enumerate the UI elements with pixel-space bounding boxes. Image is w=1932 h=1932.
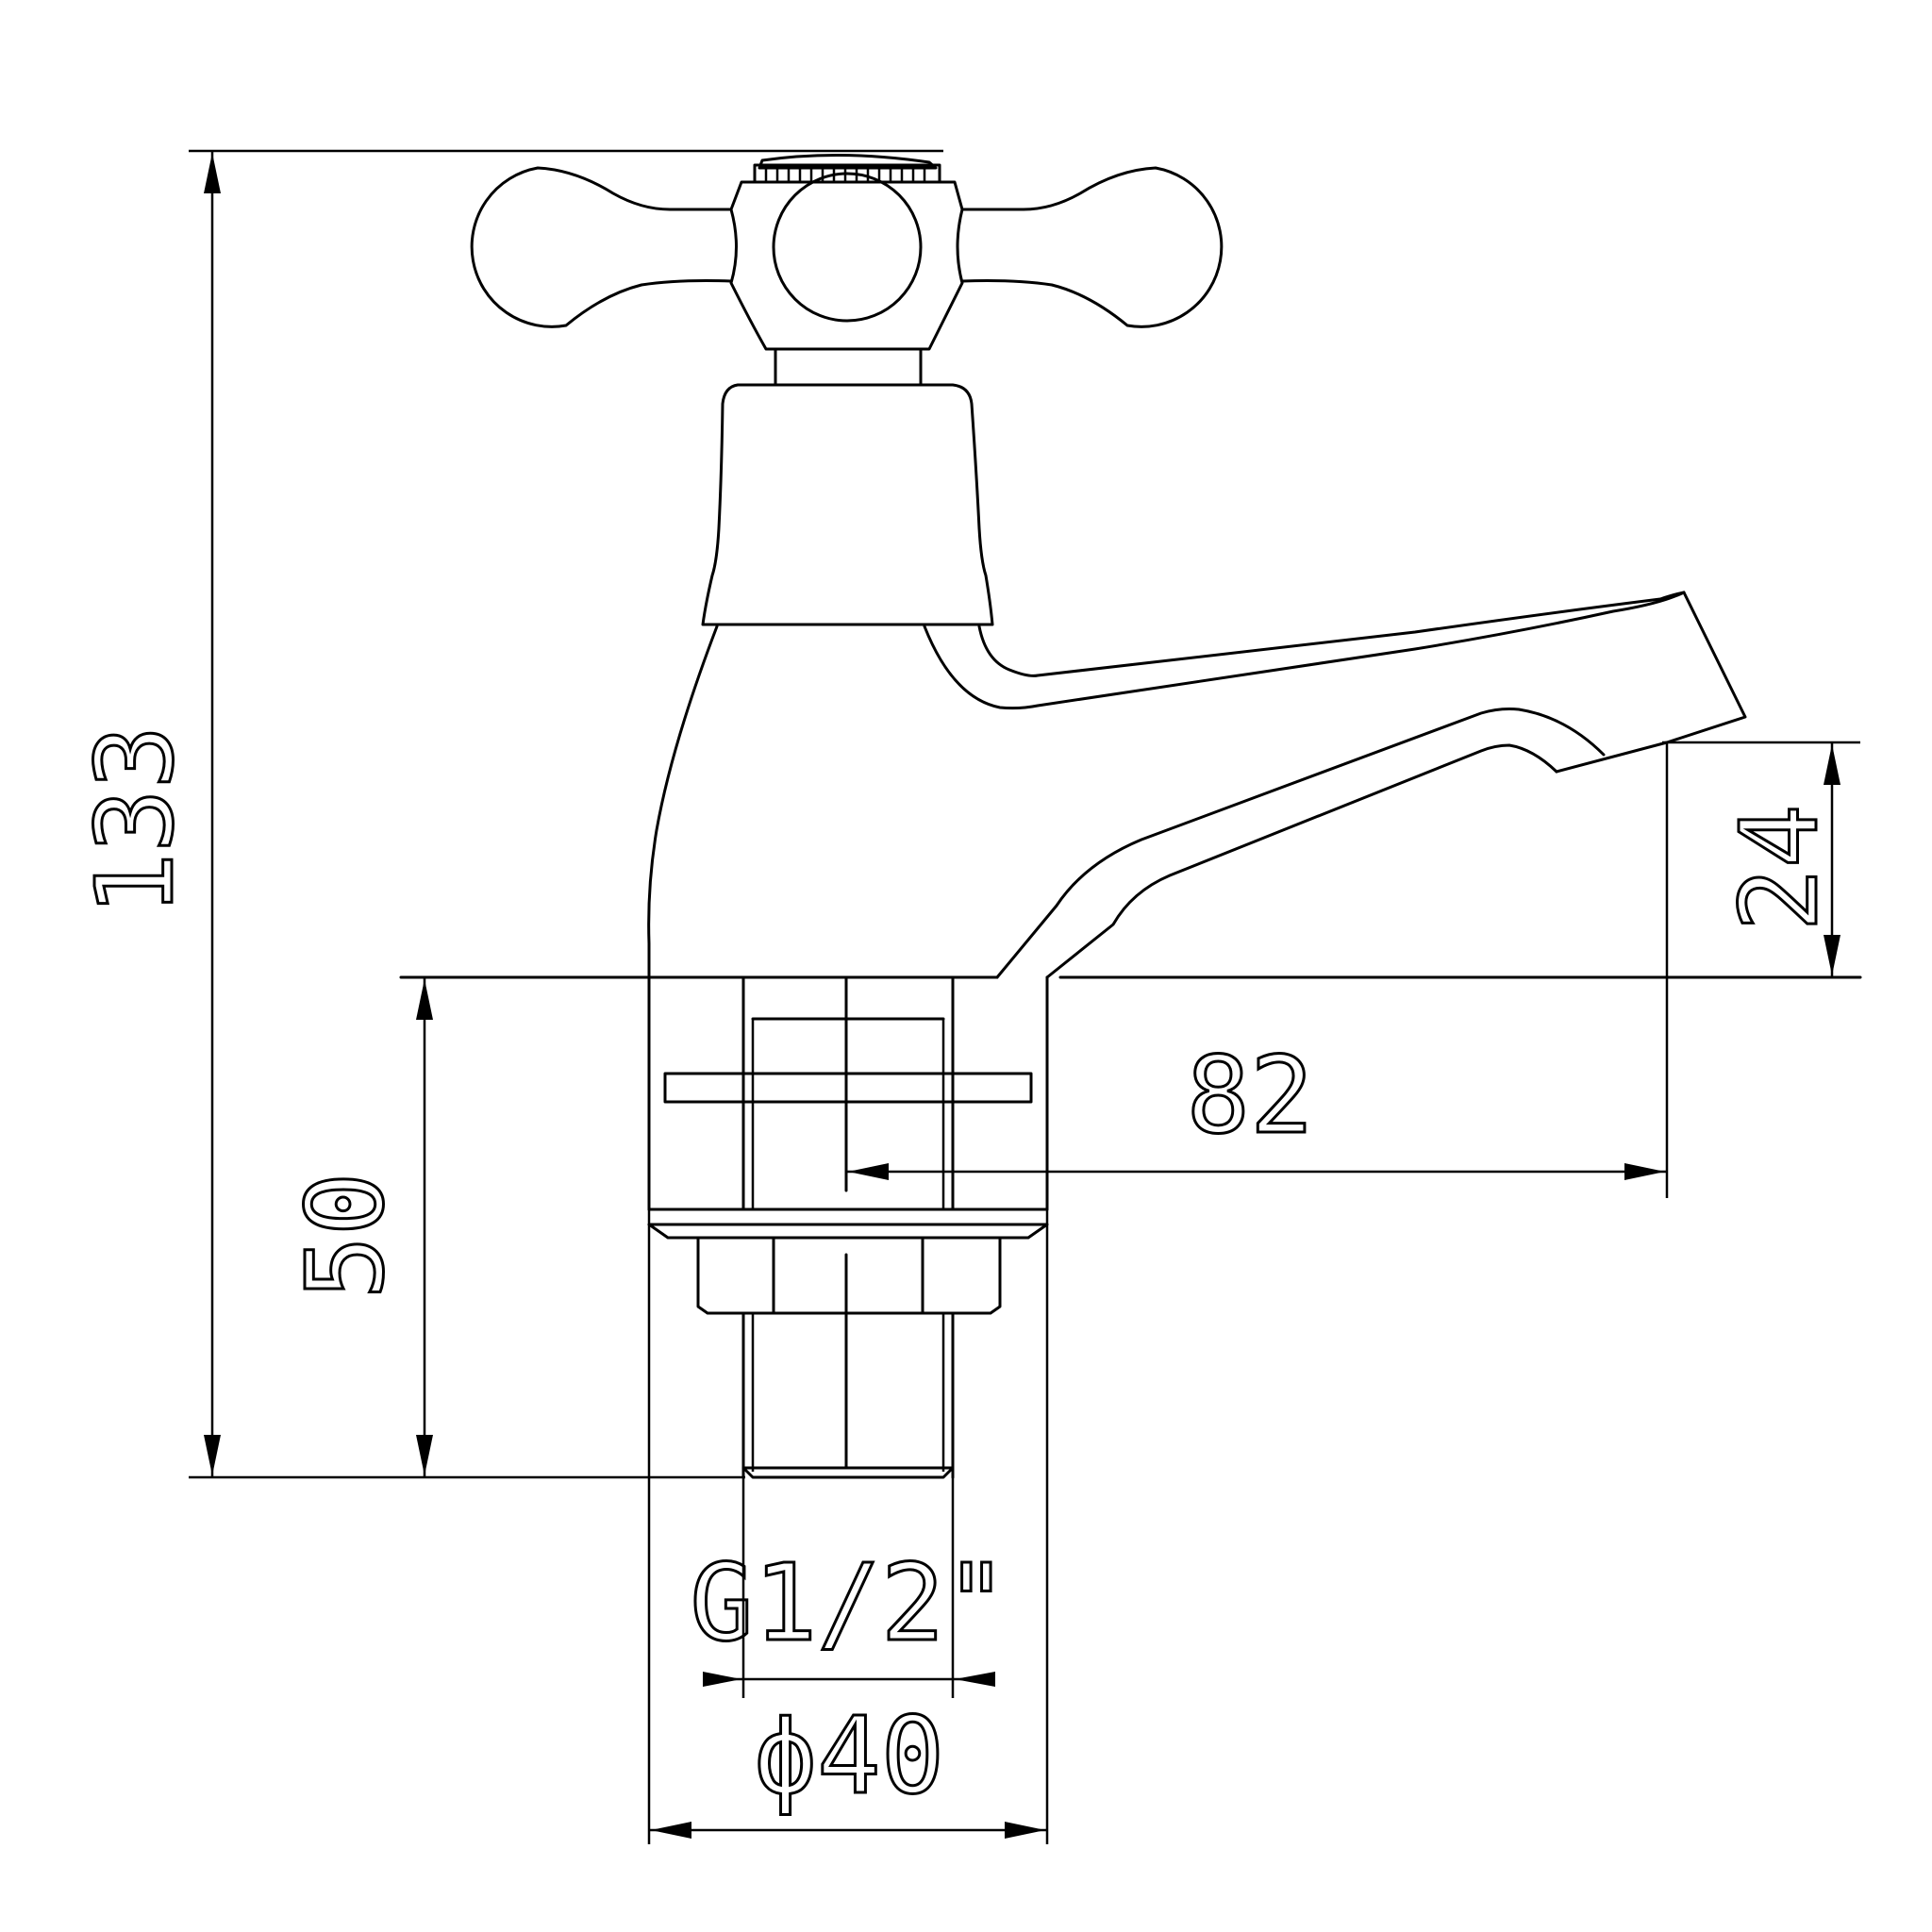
label-base-diameter: ϕ40	[754, 1695, 944, 1818]
label-thread: G1/2"	[690, 1542, 1008, 1665]
handle-hub-circle	[772, 172, 923, 323]
handle-hub	[729, 180, 964, 351]
dimension-133	[189, 149, 943, 1479]
dimension-24	[1662, 741, 1860, 977]
label-total-height: 133	[75, 725, 197, 916]
thread-end	[741, 1466, 955, 1479]
dimension-50	[416, 977, 433, 1477]
spout-upper-contour	[923, 591, 1686, 710]
dimension-thread	[703, 1477, 995, 1698]
handle-right-lever	[960, 166, 1224, 328]
spout-lower-inner	[1045, 743, 1558, 979]
base-plate	[647, 1223, 1049, 1240]
handle-left-lever	[470, 166, 733, 328]
body-left-edge	[647, 625, 719, 977]
shroud-cover	[701, 383, 994, 626]
back-nut	[696, 1236, 1002, 1315]
spout-tip	[1555, 591, 1747, 774]
label-spout-reach: 82	[1187, 1035, 1314, 1158]
label-spout-height: 24	[1719, 805, 1841, 932]
dimension-diameter	[647, 1209, 1049, 1844]
dimension-82	[846, 742, 1669, 1198]
spout-lower-contour	[995, 708, 1606, 979]
crosshead-handle	[470, 153, 1224, 387]
handle-knurl-lines	[764, 166, 926, 181]
shank-assembly	[647, 975, 1049, 1479]
handle-neck	[774, 347, 923, 387]
spout-upper-inner	[977, 591, 1686, 677]
label-shank-length: 50	[285, 1173, 408, 1300]
handle-top-cap	[758, 153, 938, 170]
tap-body	[647, 591, 1747, 979]
washer	[663, 1072, 1033, 1104]
